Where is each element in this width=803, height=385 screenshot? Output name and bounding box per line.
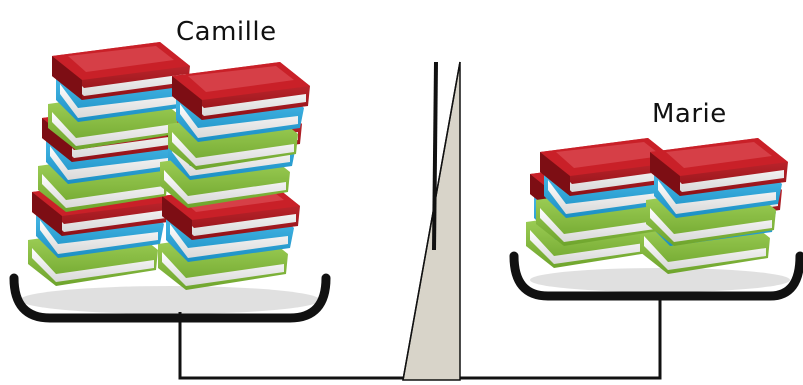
pivot-post bbox=[434, 62, 436, 250]
right-pan: Marie bbox=[514, 99, 800, 296]
left-name-label: Camille bbox=[176, 17, 277, 47]
left-pan: Camille bbox=[14, 17, 326, 318]
book-stack-icon bbox=[526, 138, 790, 292]
book-stack-icon bbox=[20, 42, 320, 314]
right-name-label: Marie bbox=[652, 99, 727, 129]
